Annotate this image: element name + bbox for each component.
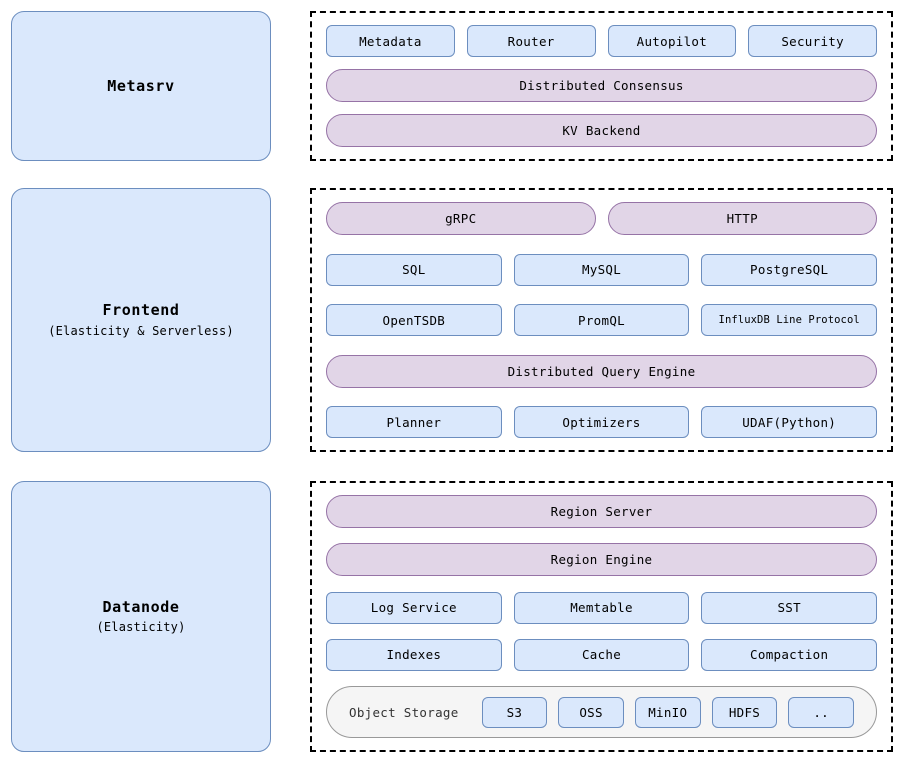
component-http[interactable]: HTTP bbox=[607, 202, 877, 235]
object-storage-label: Object Storage bbox=[349, 704, 459, 720]
component-opentsdb[interactable]: OpenTSDB bbox=[326, 304, 502, 336]
datanode-storage-row-1: Log Service Memtable SST bbox=[326, 591, 878, 624]
frontend-interface-row-1: SQL MySQL PostgreSQL bbox=[326, 253, 878, 286]
component-cache[interactable]: Cache bbox=[513, 638, 690, 671]
node-panel-metasrv[interactable]: Metasrv bbox=[11, 11, 271, 161]
frontend-engine-parts-row: Planner Optimizers UDAF(Python) bbox=[326, 406, 878, 438]
storage-backend-more[interactable]: .. bbox=[788, 696, 854, 728]
component-sql[interactable]: SQL bbox=[326, 253, 502, 286]
storage-backend-oss[interactable]: OSS bbox=[558, 696, 624, 728]
frontend-row: Frontend (Elasticity & Serverless) gRPC … bbox=[11, 188, 893, 452]
component-region-engine[interactable]: Region Engine bbox=[326, 543, 877, 577]
component-metadata[interactable]: Metadata bbox=[326, 25, 455, 57]
storage-backend-hdfs[interactable]: HDFS bbox=[711, 696, 778, 728]
component-udaf-python[interactable]: UDAF(Python) bbox=[701, 406, 878, 438]
node-panel-frontend[interactable]: Frontend (Elasticity & Serverless) bbox=[11, 188, 271, 452]
component-compaction[interactable]: Compaction bbox=[701, 638, 878, 671]
metasrv-components-container: Metadata Router Autopilot Security Distr… bbox=[310, 11, 893, 161]
node-title-metasrv: Metasrv bbox=[107, 76, 175, 95]
component-autopilot[interactable]: Autopilot bbox=[607, 25, 737, 57]
frontend-interface-row-2: OpenTSDB PromQL InfluxDB Line Protocol bbox=[326, 304, 878, 336]
component-router[interactable]: Router bbox=[466, 25, 596, 57]
frontend-components-container: gRPC HTTP SQL MySQL PostgreSQL OpenTSDB … bbox=[310, 188, 893, 452]
storage-backend-minio[interactable]: MinIO bbox=[634, 696, 701, 728]
component-sst[interactable]: SST bbox=[701, 591, 878, 624]
component-memtable[interactable]: Memtable bbox=[513, 591, 690, 624]
component-optimizers[interactable]: Optimizers bbox=[513, 406, 690, 438]
datanode-row: Datanode (Elasticity) Region Server Regi… bbox=[11, 481, 893, 752]
frontend-protocol-row: gRPC HTTP bbox=[326, 202, 877, 235]
component-security[interactable]: Security bbox=[748, 25, 877, 57]
component-postgresql[interactable]: PostgreSQL bbox=[701, 253, 878, 286]
component-mysql[interactable]: MySQL bbox=[513, 253, 690, 286]
object-storage-container: Object Storage S3 OSS MinIO HDFS .. bbox=[326, 686, 877, 738]
metasrv-row: Metasrv Metadata Router Autopilot Securi… bbox=[11, 11, 893, 161]
node-subtitle-datanode: (Elasticity) bbox=[96, 620, 186, 635]
component-distributed-consensus[interactable]: Distributed Consensus bbox=[326, 69, 877, 102]
component-planner[interactable]: Planner bbox=[326, 406, 502, 438]
datanode-storage-row-2: Indexes Cache Compaction bbox=[326, 638, 878, 671]
component-distributed-query-engine[interactable]: Distributed Query Engine bbox=[326, 354, 877, 388]
node-subtitle-frontend: (Elasticity & Serverless) bbox=[48, 323, 234, 338]
component-indexes[interactable]: Indexes bbox=[326, 638, 502, 671]
node-panel-datanode[interactable]: Datanode (Elasticity) bbox=[11, 481, 271, 752]
storage-backend-s3[interactable]: S3 bbox=[481, 696, 548, 728]
component-log-service[interactable]: Log Service bbox=[326, 591, 502, 624]
component-promql[interactable]: PromQL bbox=[513, 304, 690, 336]
component-influxdb-line-protocol[interactable]: InfluxDB Line Protocol bbox=[701, 304, 878, 336]
node-title-frontend: Frontend bbox=[102, 301, 180, 320]
node-title-datanode: Datanode bbox=[102, 597, 180, 616]
metasrv-service-row: Metadata Router Autopilot Security bbox=[326, 25, 877, 57]
component-kv-backend[interactable]: KV Backend bbox=[326, 114, 877, 147]
component-grpc[interactable]: gRPC bbox=[326, 202, 596, 235]
component-region-server[interactable]: Region Server bbox=[326, 495, 877, 528]
datanode-components-container: Region Server Region Engine Log Service … bbox=[310, 481, 893, 752]
